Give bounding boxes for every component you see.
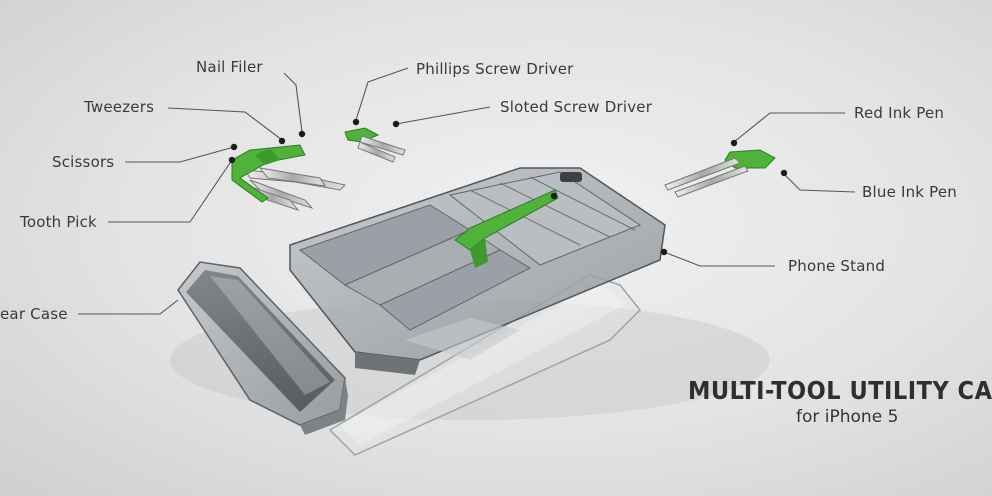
leader-lines bbox=[78, 67, 856, 315]
label-blue-ink-pen: Blue Ink Pen bbox=[862, 183, 957, 201]
label-phone-stand: Phone Stand bbox=[788, 257, 886, 275]
label-scissors: Scissors bbox=[52, 153, 115, 171]
title-block: MULTI-TOOL UTILITY CAS for iPhone 5 bbox=[688, 376, 992, 427]
pen-parts bbox=[664, 149, 776, 198]
rear-case-part bbox=[177, 261, 348, 435]
label-nail-filer: Nail Filer bbox=[196, 58, 263, 76]
leader-dots bbox=[228, 118, 788, 256]
label-tweezers: Tweezers bbox=[84, 98, 155, 116]
screwdriver-parts bbox=[344, 127, 406, 163]
label-rear-case: ear Case bbox=[0, 305, 68, 323]
label-tooth-pick: Tooth Pick bbox=[20, 213, 97, 231]
label-red-ink-pen: Red Ink Pen bbox=[854, 104, 945, 122]
tool-tray-part bbox=[289, 167, 666, 375]
page-title: MULTI-TOOL UTILITY CAS bbox=[688, 376, 992, 405]
label-phillips-screw-driver: Phillips Screw Driver bbox=[416, 60, 574, 78]
label-sloted-screw-driver: Sloted Screw Driver bbox=[500, 98, 653, 116]
page-subtitle: for iPhone 5 bbox=[796, 407, 899, 427]
left-tool-cluster bbox=[231, 144, 346, 211]
